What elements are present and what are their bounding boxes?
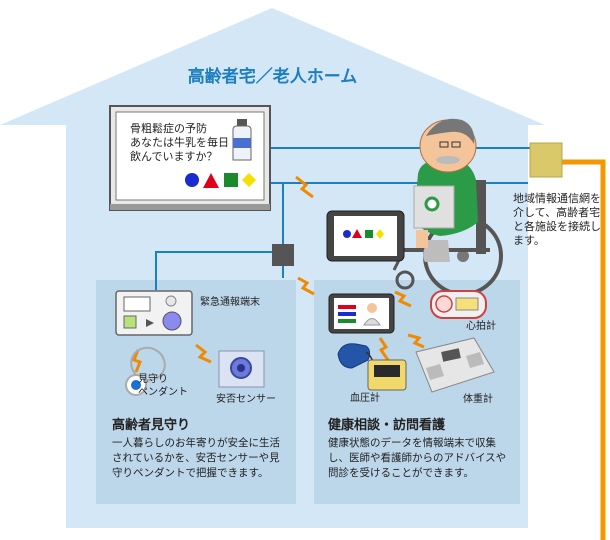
heart-rate-monitor-icon [430,290,487,319]
health-panel-heading: 健康相談・訪問看護 [328,418,446,433]
milk-bottle-icon [232,119,252,161]
safety-sensor-icon [218,350,265,388]
label-weight-scale: 体重計 [463,394,493,405]
shape-triangle-icon [203,173,219,188]
label-emergency-terminal: 緊急通報端末 [200,297,260,308]
watch-panel-heading: 高齢者見守り [112,418,191,433]
label-blood-pressure: 血圧計 [350,393,380,404]
external-network-line [545,159,606,540]
shape-diamond-icon [242,173,256,187]
network-junction [272,244,294,266]
blood-pressure-monitor-icon [337,343,407,391]
pendant-icon [125,346,166,396]
network-lines [155,147,530,290]
label-pendant: 見守り ペンダント [138,374,188,398]
external-gateway-box [529,142,563,178]
network-note: 地域情報通信網を介して、高齢者宅と各施設を接続します。 [513,192,601,247]
weight-scale-icon [415,337,495,393]
tablet-icon [326,210,405,262]
label-heart-rate: 心拍計 [466,321,496,332]
health-terminal-icon [328,293,395,334]
wireless-signal-icon [132,175,425,373]
health-panel-description: 健康状態のデータを情報端末で収集し、医師や看護師からのアドバイスや問診を受けるこ… [328,437,507,479]
shape-circle-icon [185,173,199,187]
emergency-terminal-icon [115,290,193,336]
elderly-man-wheelchair-icon [392,118,503,296]
label-safety-sensor: 安否センサー [216,394,276,405]
watch-panel-description: 一人暮らしのお年寄りが安全に生活されているかを、安否センサーや見守りペンダントで… [112,437,280,479]
shape-square-icon [224,173,238,187]
tv-screen-message: 骨粗鬆症の予防 あなたは牛乳を毎日 飲んでいますか？ [130,122,229,163]
house-title: 高齢者宅／老人ホーム [187,67,358,87]
